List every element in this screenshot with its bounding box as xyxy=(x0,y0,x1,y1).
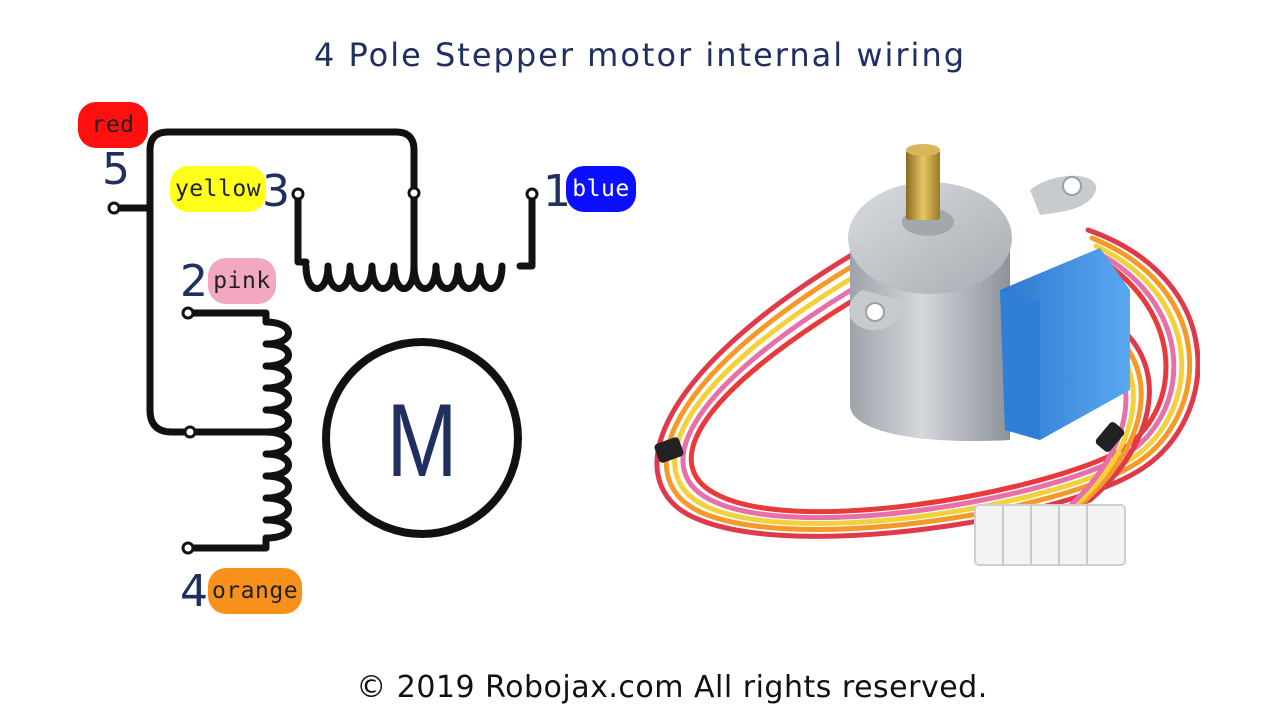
motor-symbol-circle xyxy=(322,338,522,538)
pin2-terminal xyxy=(181,306,195,320)
page-title: 4 Pole Stepper motor internal wiring xyxy=(313,36,967,74)
pin3-terminal xyxy=(291,187,305,201)
top-coil-winding xyxy=(302,262,506,292)
left-coil-winding xyxy=(262,318,292,542)
pill-orange: orange xyxy=(208,568,302,614)
pin-number-2: 2 xyxy=(180,256,208,307)
pin4-terminal xyxy=(181,541,195,555)
pill-red: red xyxy=(78,102,148,148)
center-junction xyxy=(183,425,197,439)
copyright-footer: © 2019 Robojax.com All rights reserved. xyxy=(356,670,988,705)
pin1-terminal xyxy=(525,187,539,201)
pin-number-5: 5 xyxy=(102,144,130,195)
blue-lead xyxy=(516,192,536,270)
pill-yellow: yellow xyxy=(170,166,266,212)
pink-lead xyxy=(186,309,270,326)
pin-number-3: 3 xyxy=(262,166,290,217)
yellow-lead xyxy=(294,192,310,266)
pill-blue: blue xyxy=(566,166,636,212)
pin-number-4: 4 xyxy=(180,566,208,617)
stepper-motor-illustration xyxy=(654,144,1200,566)
red-common-wire xyxy=(146,128,418,212)
pill-pink: pink xyxy=(208,258,276,304)
red-common-wire-down xyxy=(146,204,194,436)
motor-symbol-label: M xyxy=(386,383,457,499)
orange-lead xyxy=(186,534,270,552)
wiring-diagram: M xyxy=(107,128,539,555)
top-tap-terminal xyxy=(407,186,421,200)
pin5-terminal xyxy=(107,201,121,215)
